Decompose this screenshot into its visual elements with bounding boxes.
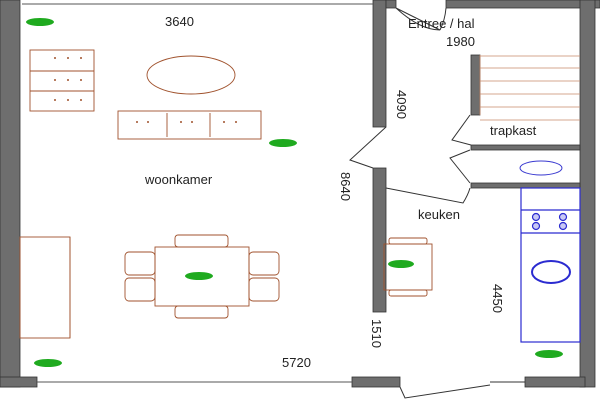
wall-top-hall-left	[385, 0, 397, 9]
chair	[124, 251, 156, 276]
wall-bottom-middle	[351, 376, 401, 388]
wall-bottom-left	[0, 376, 38, 388]
wall-left	[0, 0, 21, 388]
chair	[388, 237, 428, 245]
dimension-living-depth: 8640	[337, 172, 353, 201]
kitchen-counter	[520, 187, 581, 343]
wall-closet	[470, 144, 581, 151]
plant-icon	[34, 359, 62, 367]
cabinet	[19, 236, 71, 339]
dimension-living-top: 3640	[165, 14, 194, 29]
doors	[349, 7, 525, 399]
dimension-kitchen-gap: 1510	[368, 319, 384, 348]
wall-stair	[470, 54, 481, 116]
kitchen-door	[385, 187, 471, 204]
burner	[558, 221, 568, 231]
wall-middle-lower	[372, 167, 387, 313]
chair	[124, 277, 156, 302]
plant-icon	[26, 18, 54, 26]
wall-bottom-right	[524, 376, 586, 388]
chair	[248, 277, 280, 302]
plant-icon	[269, 139, 297, 147]
room-label-living: woonkamer	[145, 172, 213, 187]
plant-icon	[185, 272, 213, 280]
room-label-hall: Entree / hal	[408, 16, 475, 31]
plants	[26, 18, 563, 367]
burner	[531, 212, 541, 222]
sink-icon	[531, 260, 571, 284]
chair	[248, 251, 280, 276]
living-door	[349, 126, 387, 169]
sofa-buttons	[54, 57, 237, 123]
chair	[174, 234, 229, 248]
furniture	[19, 49, 433, 339]
plant-icon	[388, 260, 414, 268]
dimension-hall-depth: 4090	[393, 90, 409, 119]
dimension-living-bottom: 5720	[282, 355, 311, 370]
sofa-bottom	[117, 110, 262, 140]
stairs	[479, 55, 580, 121]
dimension-hall-width: 1980	[446, 34, 475, 49]
back-door	[399, 381, 525, 399]
burner	[531, 221, 541, 231]
front-door	[395, 7, 447, 31]
chair	[174, 305, 229, 319]
toilet-icon	[519, 160, 563, 176]
wall-right	[579, 0, 596, 388]
chair	[388, 289, 428, 297]
room-label-kitchen: keuken	[418, 207, 460, 222]
wall-toilet	[470, 182, 581, 189]
room-label-closet: trapkast	[490, 123, 537, 138]
closet-door	[451, 114, 472, 146]
burner	[558, 212, 568, 222]
sofa-left	[29, 49, 95, 112]
toilet-door	[449, 149, 471, 184]
wall-middle-upper	[372, 0, 387, 128]
plant-icon	[535, 350, 563, 358]
coffee-table	[146, 55, 236, 95]
walls	[0, 0, 600, 388]
wall-top-hall-right	[445, 0, 600, 9]
dimension-kitchen-depth: 4450	[489, 284, 505, 313]
